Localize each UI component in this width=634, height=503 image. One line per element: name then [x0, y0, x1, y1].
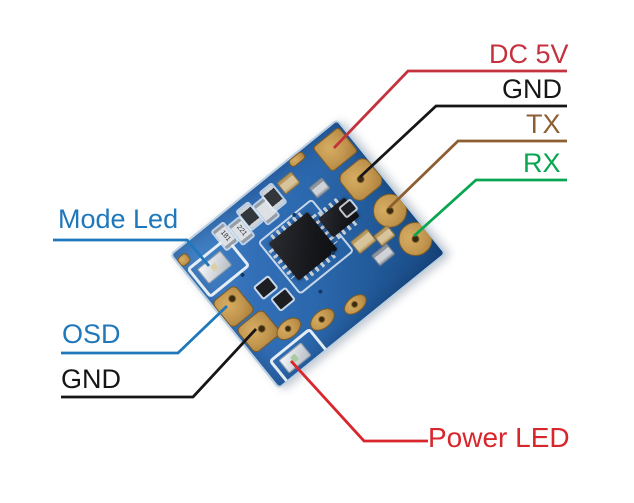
tx-label: TX [526, 109, 561, 139]
gnd-bottom-leader-line [61, 328, 258, 399]
mode-led-leader-line [53, 238, 211, 267]
rx-leader-line [413, 178, 567, 238]
rx-label: RX [523, 148, 561, 178]
gnd-top-label: GND [502, 74, 562, 104]
dc5v-label: DC 5V [489, 39, 569, 69]
osd-leader-line [61, 304, 228, 355]
gnd-top-leader-line [359, 104, 567, 179]
power-led-leader-line [289, 360, 428, 443]
dc5v-leader-line [332, 69, 567, 149]
gnd-bottom-label: GND [61, 364, 121, 394]
tx-leader-line [388, 139, 567, 210]
osd-label: OSD [62, 319, 121, 349]
power-led-label: Power LED [428, 422, 570, 453]
mode-led-label: Mode Led [58, 204, 178, 234]
